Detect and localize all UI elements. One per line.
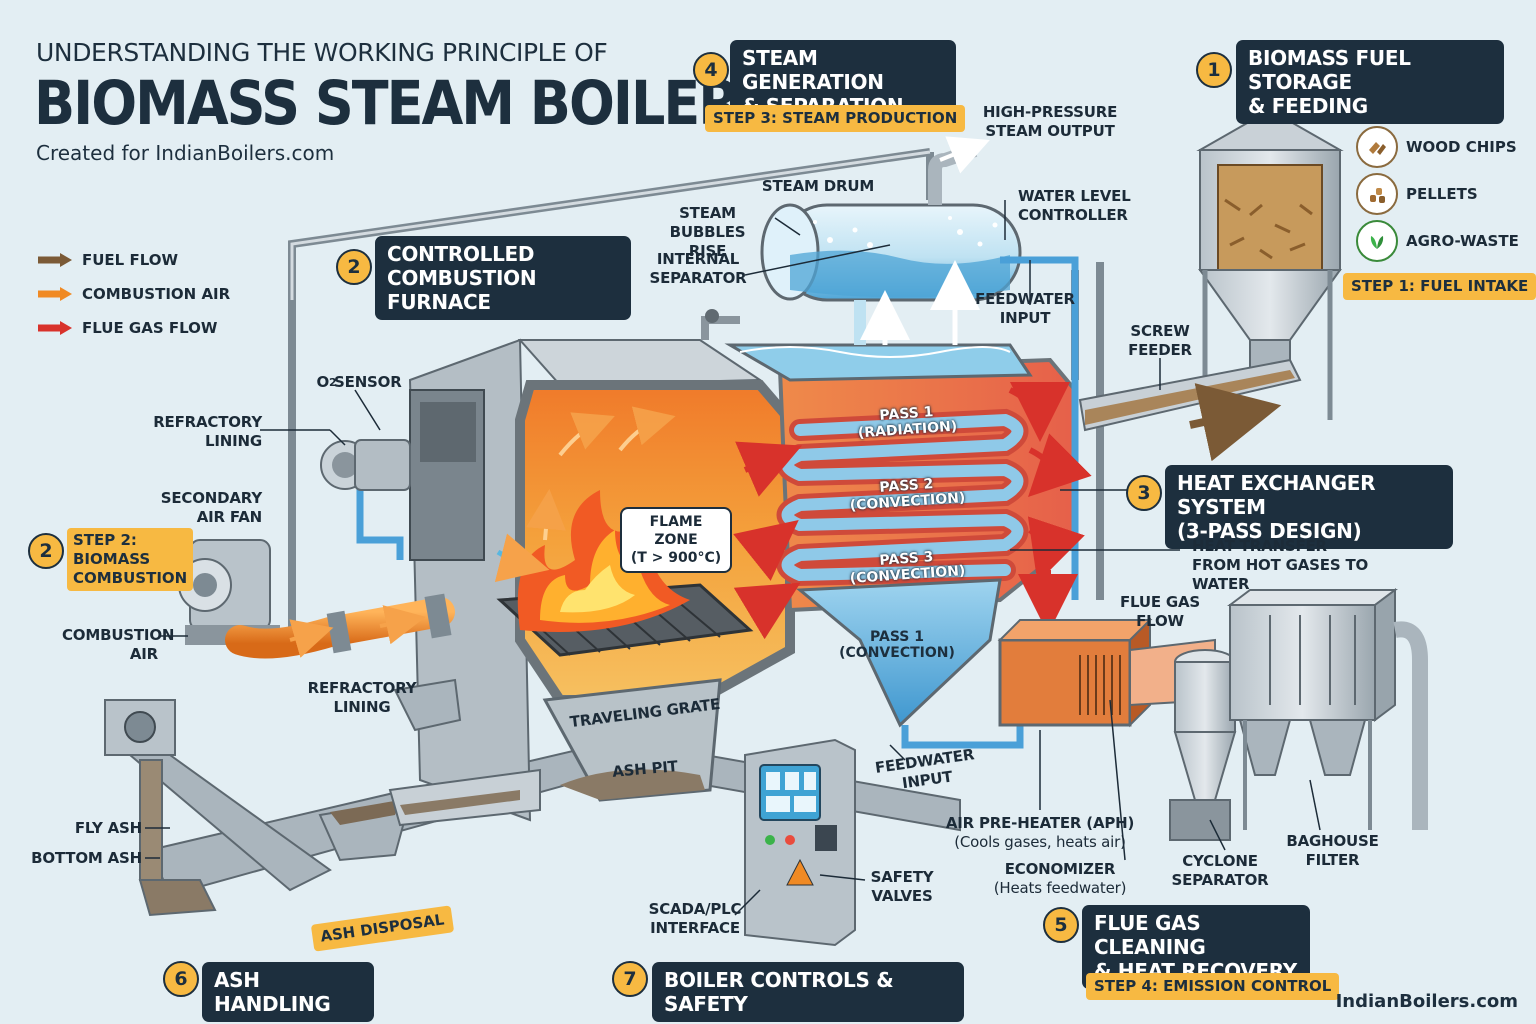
label-refractory-lining-bottom: REFRACTORY LINING	[307, 679, 417, 716]
serpentine-tubes	[777, 408, 1029, 587]
ash-conveyor	[104, 678, 541, 917]
section-number-2: 2	[336, 249, 372, 285]
legend-label: FLUE GAS FLOW	[82, 319, 218, 337]
section-title-line: (3-PASS DESIGN)	[1177, 519, 1362, 543]
frame-highlights	[290, 150, 931, 300]
label-internal-separator: INTERNAL SEPARATOR	[649, 250, 747, 287]
label-cyclone-separator: CYCLONE SEPARATOR	[1171, 852, 1269, 889]
lower-water-hopper	[796, 578, 1002, 728]
label-secondary-air-fan: SECONDARY AIR FAN	[160, 489, 262, 526]
label-combustion-air: COMBUSTION AIR	[62, 626, 175, 663]
label-bottom-ash: BOTTOM ASH	[31, 849, 142, 867]
step-1-badge: STEP 1: FUEL INTAKE	[1343, 273, 1536, 300]
fuel-label: PELLETS	[1406, 185, 1478, 203]
section-title-combustion-furnace: CONTROLLED COMBUSTION FURNACE	[375, 236, 631, 320]
legend-flue-gas: FLUE GAS FLOW	[36, 317, 217, 339]
legend-combustion-air: COMBUSTION AIR	[36, 283, 230, 305]
economizer-box	[997, 617, 1153, 728]
ash-pit-hopper	[542, 678, 722, 802]
step-line: COMBUSTION	[73, 569, 188, 587]
step-line: STEP 2:	[73, 531, 137, 549]
fuel-wood-chips: WOOD CHIPS	[1356, 126, 1517, 168]
legend-fuel-flow: FUEL FLOW	[36, 249, 178, 271]
label-scada-plc: SCADA/PLC INTERFACE	[648, 900, 742, 937]
title-top: UNDERSTANDING THE WORKING PRINCIPLE OF	[36, 38, 608, 67]
label-air-pre-heater: AIR PRE-HEATER (APH) (Cools gases, heats…	[945, 814, 1135, 851]
fuel-flow-arrow-icon	[38, 253, 72, 267]
section-title-fuel-storage: BIOMASS FUEL STORAGE & FEEDING	[1236, 40, 1504, 124]
label-fly-ash: FLY ASH	[74, 819, 142, 837]
flue-gas-arrow-icon	[38, 321, 72, 335]
legend-label: COMBUSTION AIR	[82, 285, 231, 303]
fuel-pellets: PELLETS	[1356, 173, 1478, 215]
page-title: BIOMASS STEAM BOILERS	[34, 68, 777, 139]
label-high-pressure-steam: HIGH-PRESSURE STEAM OUTPUT	[982, 103, 1118, 140]
label-baghouse-filter: BAGHOUSE FILTER	[1286, 832, 1379, 869]
label-safety-valves: SAFETY VALVES	[870, 868, 934, 905]
label-flue-gas-flow: FLUE GAS FLOW	[1119, 593, 1201, 630]
callout-flame-zone: FLAME ZONE (T > 900°C)	[620, 507, 732, 573]
fuel-label: WOOD CHIPS	[1406, 138, 1517, 156]
step-2-badge: STEP 2: BIOMASS COMBUSTION	[67, 528, 194, 591]
label-heat-transfer: HEAT TRANSFER FROM HOT GASES TO WATER	[1192, 537, 1369, 593]
label-feedwater-input-top: FEEDWATER INPUT	[975, 290, 1075, 327]
section-number-3: 3	[1126, 475, 1162, 511]
section-number-7: 7	[612, 961, 648, 997]
page-subtitle: Created for IndianBoilers.com	[36, 141, 335, 165]
section-title-heat-exchanger: HEAT EXCHANGER SYSTEM (3-PASS DESIGN)	[1165, 465, 1453, 549]
fuel-agro-waste: AGRO-WASTE	[1356, 220, 1519, 262]
pellets-icon	[1356, 173, 1398, 215]
screw-feeder	[1078, 358, 1302, 462]
section-number-5: 5	[1043, 907, 1079, 943]
watermark: IndianBoilers.com	[1335, 991, 1518, 1012]
section-title-line: HEAT EXCHANGER SYSTEM	[1177, 471, 1376, 519]
section-title-boiler-controls: BOILER CONTROLS & SAFETY	[652, 962, 964, 1022]
step-4-badge: STEP 4: EMISSION CONTROL	[1086, 973, 1340, 1000]
leaf-icon	[1356, 220, 1398, 262]
section-title-line: COMBUSTION FURNACE	[387, 266, 537, 314]
section-title-line: & FEEDING	[1248, 94, 1368, 118]
step-line: BIOMASS	[73, 550, 151, 568]
water-tank	[724, 343, 1033, 382]
label-refractory-lining-top: REFRACTORY LINING	[153, 413, 262, 450]
furnace-casing-top	[517, 339, 764, 387]
label-steam-bubbles: STEAM BUBBLES RISE	[669, 204, 746, 260]
section-number-6: 6	[163, 961, 199, 997]
label-economizer: ECONOMIZER (Heats feedwater)	[993, 860, 1127, 897]
label-water-level-controller: WATER LEVEL CONTROLLER	[1018, 187, 1131, 224]
legend-label: FUEL FLOW	[82, 251, 179, 269]
fuel-silo	[1196, 108, 1344, 420]
furnace-water-link	[356, 470, 404, 560]
label-screw-feeder: SCREW FEEDER	[1128, 322, 1192, 359]
cyclone-separator	[1169, 630, 1277, 841]
steam-valve	[701, 316, 740, 340]
section-title-line: FLUE GAS CLEANING	[1094, 911, 1206, 959]
scada-cabinet	[744, 738, 856, 947]
section-title-line: STEAM GENERATION	[742, 46, 884, 94]
section-title-line: BIOMASS FUEL STORAGE	[1248, 46, 1411, 94]
label-steam-drum: STEAM DRUM	[761, 177, 875, 195]
section-number-4: 4	[693, 52, 729, 88]
fuel-label: AGRO-WASTE	[1406, 232, 1519, 250]
combustion-air-arrow-icon	[38, 287, 72, 301]
section-number-2-step: 2	[28, 533, 64, 569]
section-title-ash-handling: ASH HANDLING	[202, 962, 374, 1022]
label-pass-1-convection-lower: PASS 1 (CONVECTION)	[839, 629, 955, 661]
section-title-line: CONTROLLED	[387, 242, 535, 266]
baghouse-filter	[1227, 588, 1428, 830]
step-3-badge: STEP 3: STEAM PRODUCTION	[705, 105, 966, 132]
section-number-1: 1	[1196, 52, 1232, 88]
wood-chips-icon	[1356, 126, 1398, 168]
o2-sensor	[320, 439, 411, 491]
